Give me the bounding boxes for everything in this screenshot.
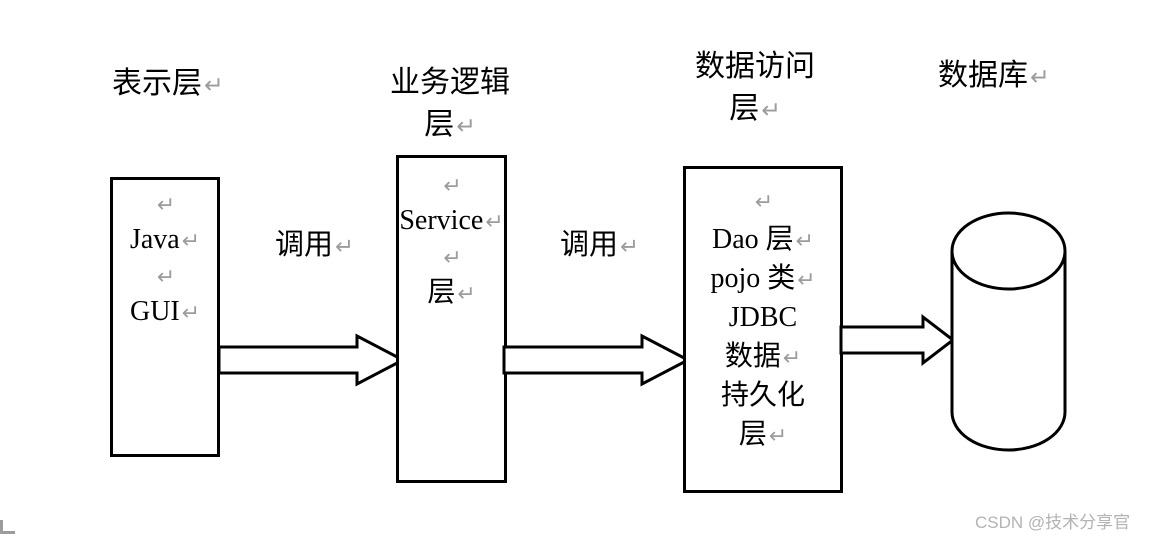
service-box: ↵ Service↵ ↵ 层↵ — [396, 155, 507, 483]
clipped-return-mark — [0, 520, 15, 534]
dao-text-line6: 层 — [738, 419, 767, 450]
block-arrow-2 — [502, 333, 692, 387]
return-mark: ↵ — [782, 346, 802, 371]
block-arrow-1 — [217, 333, 407, 387]
dao-text-line5: 持久化 — [720, 380, 805, 411]
return-mark: ↵ — [761, 96, 781, 124]
business-layer-label-line2: 层 — [424, 108, 455, 141]
return-mark: ↵ — [620, 234, 639, 260]
return-mark: ↵ — [335, 234, 354, 260]
dao-text-line2: pojo 类 — [710, 263, 796, 294]
return-mark: ↵ — [754, 190, 774, 215]
business-layer-label-line1: 业务逻辑 — [390, 66, 510, 99]
database-title: 数据库↵ — [938, 58, 1050, 95]
business-layer-title: 业务逻辑 层↵ — [370, 62, 530, 146]
block-arrow-3 — [839, 313, 956, 367]
java-gui-text-line1: Java — [129, 224, 180, 255]
call-label-1: 调用↵ — [275, 229, 354, 261]
return-mark: ↵ — [456, 112, 476, 140]
csdn-watermark: CSDN @技术分享官 — [975, 513, 1131, 532]
call-label-2: 调用↵ — [560, 229, 639, 261]
java-gui-box: ↵ Java↵ ↵ GUI↵ — [110, 177, 220, 457]
service-text-line1: Service — [399, 205, 484, 236]
return-mark: ↵ — [797, 268, 816, 293]
return-mark: ↵ — [204, 71, 224, 99]
return-mark: ↵ — [443, 174, 462, 199]
data-access-layer-label-line2: 层 — [729, 92, 760, 125]
data-access-layer-label-line1: 数据访问 — [695, 50, 815, 83]
database-cylinder-icon — [950, 211, 1067, 452]
return-mark: ↵ — [181, 229, 201, 254]
return-mark: ↵ — [485, 210, 504, 235]
service-text-line2: 层 — [427, 277, 456, 308]
database-label: 数据库 — [938, 59, 1028, 92]
return-mark: ↵ — [156, 265, 176, 290]
presentation-layer-label: 表示层 — [112, 67, 202, 100]
return-mark: ↵ — [1030, 63, 1050, 91]
return-mark: ↵ — [768, 424, 788, 449]
presentation-layer-title: 表示层↵ — [112, 66, 224, 103]
dao-box: ↵ Dao 层↵ pojo 类↵ JDBC 数据↵ 持久化 层↵ — [683, 166, 843, 493]
return-mark: ↵ — [181, 301, 201, 326]
java-gui-text-line2: GUI — [129, 296, 180, 327]
dao-text-line1: Dao 层 — [712, 224, 794, 255]
return-mark: ↵ — [443, 246, 462, 271]
return-mark: ↵ — [457, 282, 476, 307]
dao-text-line4: 数据 — [724, 341, 781, 372]
return-mark: ↵ — [795, 229, 814, 254]
dao-text-line3: JDBC — [728, 302, 798, 333]
return-mark: ↵ — [156, 193, 176, 218]
data-access-layer-title: 数据访问 层↵ — [675, 46, 835, 130]
